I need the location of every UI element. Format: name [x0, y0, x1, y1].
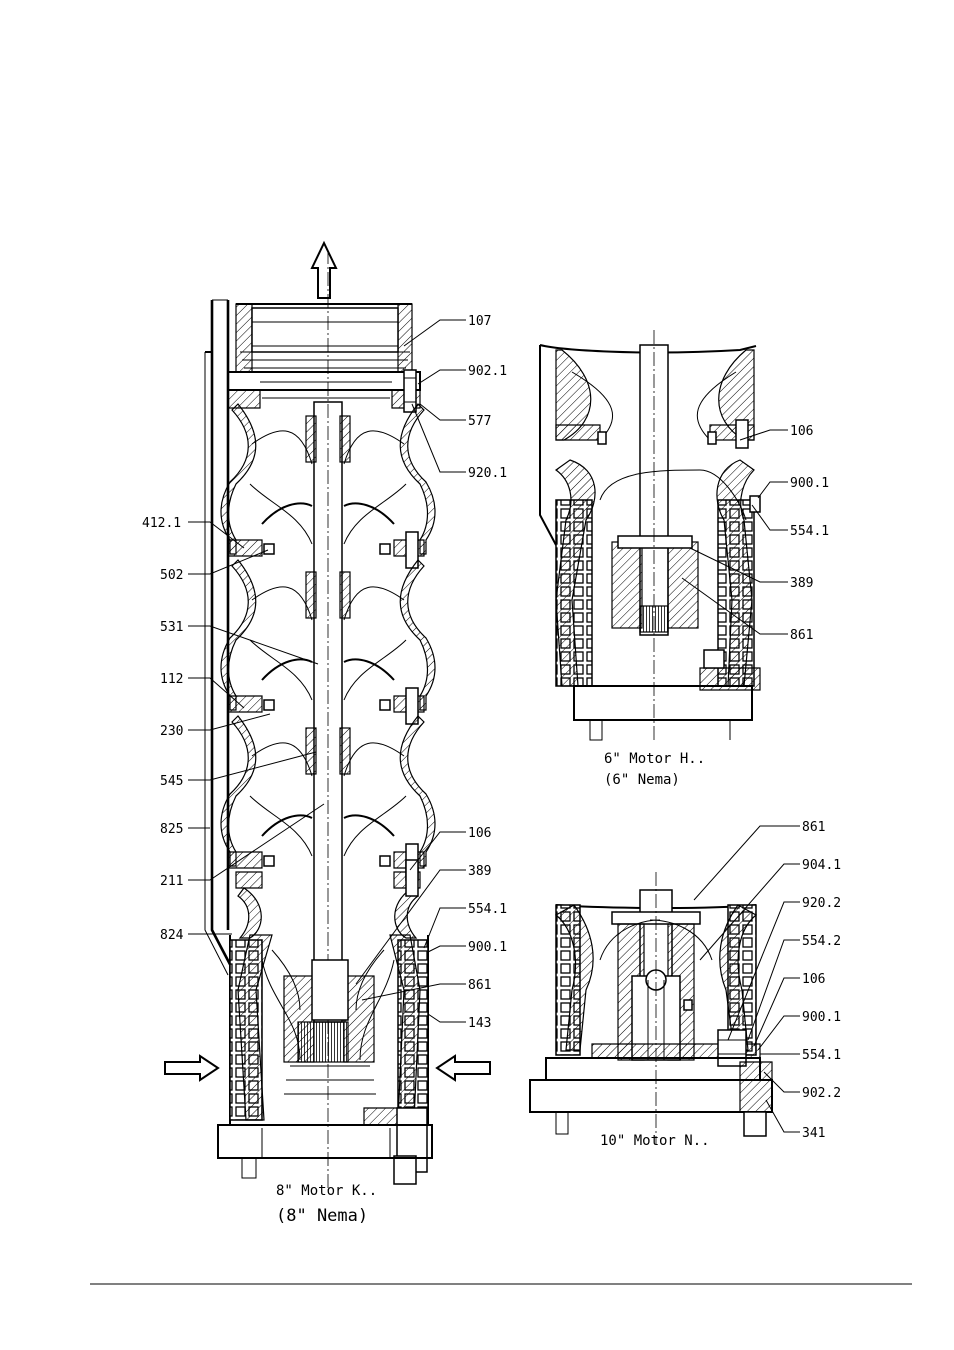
main-labels-left: 412.1 502 531 112 230 545 825 211 824	[142, 516, 184, 943]
detail-10in-labels: 861 904.1 920.2 554.2 106 900.1 554.1 90…	[802, 820, 841, 1141]
wear-ring	[264, 544, 274, 554]
label-545: 545	[160, 774, 183, 789]
label-861: 861	[468, 978, 491, 993]
main-pump-8in	[165, 243, 490, 1190]
impeller-hub	[340, 728, 350, 774]
label-554-1: 554.1	[468, 902, 507, 917]
label-900-1: 900.1	[468, 940, 507, 955]
label-211: 211	[160, 874, 183, 889]
inlet-arrow-right-icon	[437, 1056, 490, 1080]
label-902-1: 902.1	[468, 364, 507, 379]
suction-wall	[238, 888, 261, 938]
label-143: 143	[468, 1016, 491, 1031]
wear-ring	[380, 700, 390, 710]
caption-8in-motor: 8" Motor K..	[276, 1183, 377, 1199]
label-531: 531	[160, 620, 183, 635]
impeller-hub	[340, 416, 350, 462]
label-412-1: 412.1	[142, 516, 181, 531]
impeller-hub	[340, 572, 350, 618]
bowl-wall-left	[221, 404, 256, 554]
bowl-flange-left	[228, 852, 262, 868]
caption-8in-nema: (8" Nema)	[276, 1206, 368, 1226]
bowl-wall-left	[221, 560, 256, 710]
wear-ring	[264, 700, 274, 710]
impeller-hub	[306, 728, 316, 774]
bowl-wall-left	[221, 716, 256, 866]
impeller-hub	[306, 416, 316, 462]
suction-bowl-left	[236, 872, 262, 888]
caption-10in-motor: 10" Motor N..	[600, 1133, 710, 1149]
caption-6in-nema: (6" Nema)	[604, 772, 680, 788]
label-10in-554-2: 554.2	[802, 934, 841, 949]
label-6in-554-1: 554.1	[790, 524, 829, 539]
detail-6in-motor	[540, 330, 788, 740]
label-6in-389: 389	[790, 576, 813, 591]
caption-6in-motor: 6" Motor H..	[604, 751, 705, 767]
label-502: 502	[160, 568, 183, 583]
label-10in-554-1: 554.1	[802, 1048, 841, 1063]
label-920-1: 920.1	[468, 466, 507, 481]
label-10in-902-2: 902.2	[802, 1086, 841, 1101]
label-107: 107	[468, 314, 491, 329]
label-6in-106: 106	[790, 424, 813, 439]
wear-ring	[380, 856, 390, 866]
discharge-arrow-icon	[312, 243, 336, 298]
label-577: 577	[468, 414, 491, 429]
impeller-hub	[306, 572, 316, 618]
label-106: 106	[468, 826, 491, 841]
label-824: 824	[160, 928, 184, 943]
label-6in-861: 861	[790, 628, 813, 643]
label-10in-861: 861	[802, 820, 825, 835]
label-10in-900-1: 900.1	[802, 1010, 841, 1025]
label-6in-900-1: 900.1	[790, 476, 829, 491]
detail-6in-labels: 106 900.1 554.1 389 861	[790, 424, 829, 643]
label-230: 230	[160, 724, 183, 739]
wear-ring	[380, 544, 390, 554]
flange-bolt	[406, 860, 418, 896]
label-10in-904-1: 904.1	[802, 858, 841, 873]
label-10in-106: 106	[802, 972, 825, 987]
main-labels-right: 107 902.1 577 920.1 106 389 554.1 900.1 …	[468, 314, 507, 1031]
bowl-flange-left	[228, 540, 262, 556]
inlet-arrow-left-icon	[165, 1056, 218, 1080]
label-825: 825	[160, 822, 183, 837]
detail-10in-motor	[530, 826, 800, 1144]
label-112: 112	[160, 672, 183, 687]
wear-ring	[264, 856, 274, 866]
label-389: 389	[468, 864, 491, 879]
label-10in-341: 341	[802, 1126, 825, 1141]
label-10in-920-2: 920.2	[802, 896, 841, 911]
